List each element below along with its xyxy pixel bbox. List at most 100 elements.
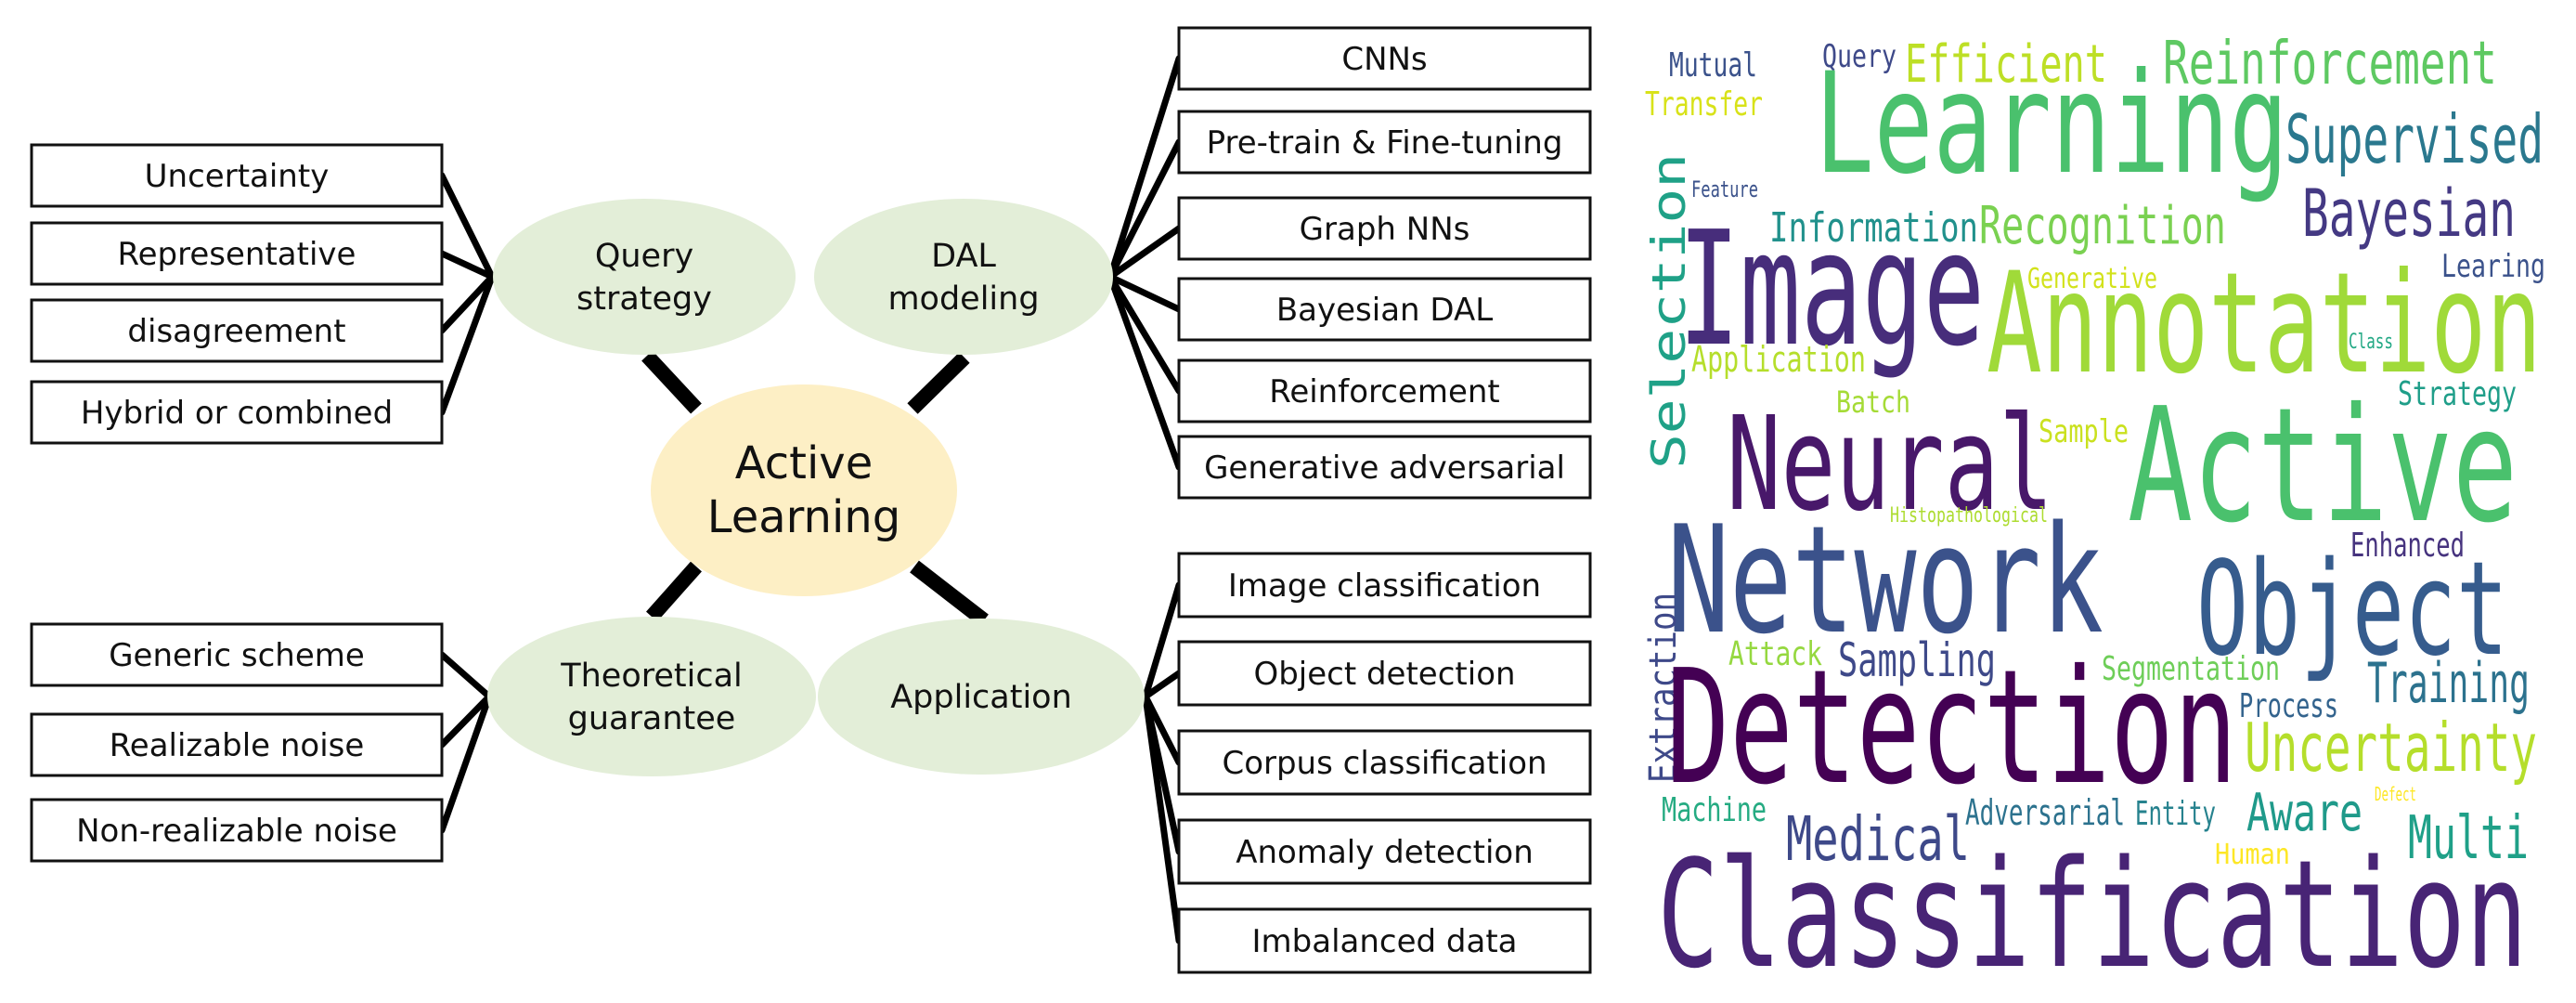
box-label-hybrid-or-combined: Hybrid or combined: [81, 395, 393, 432]
word-learning: Learning: [1815, 44, 2288, 205]
word-bayesian: Bayesian: [2302, 176, 2516, 252]
connector-lines: [438, 55, 1183, 944]
connector-realizable-noise: [438, 693, 493, 749]
connector-hybrid-or-combined: [438, 273, 496, 416]
box-bayesian-dal: [1177, 277, 1592, 342]
word-active: Active: [2128, 374, 2518, 558]
connector-imbalanced-data: [1142, 693, 1183, 944]
connector-non-realizable-noise: [438, 693, 493, 834]
word-classification: Classification: [1657, 827, 2528, 1001]
connector-disagreement: [438, 273, 496, 334]
box-label-pre-train-fine-tuning: Pre-train & Fine-tuning: [1207, 124, 1563, 162]
node-label-theoretical-guarantee: guarantee: [568, 700, 736, 737]
connector-representative: [438, 250, 496, 280]
box-label-bayesian-dal: Bayesian DAL: [1276, 292, 1493, 329]
word-detection: Detection: [1666, 636, 2237, 820]
word-aware: Aware: [2246, 783, 2362, 843]
box-label-image-classification: Image classification: [1228, 567, 1541, 605]
box-label-graph-nns: Graph NNs: [1300, 211, 1470, 248]
box-generative-adversarial: [1177, 435, 1592, 500]
box-reinforcement: [1177, 358, 1592, 423]
word-learing: Learing: [2441, 248, 2545, 285]
box-object-detection: [1177, 640, 1592, 707]
box-realizable-noise: [30, 712, 444, 777]
word-transfer: Transfer: [1645, 85, 1763, 124]
word-information: Information: [1769, 204, 1978, 252]
box-representative: [30, 221, 444, 286]
box-hybrid-or-combined: [30, 380, 444, 445]
word-enhanced: Enhanced: [2350, 527, 2465, 565]
word-class: Class: [2349, 331, 2393, 354]
connector-object-detection: [1142, 670, 1183, 700]
word-efficient: Efficient: [1905, 34, 2107, 95]
node-application: [818, 619, 1145, 775]
spoke-to-application: [910, 560, 989, 627]
node-label-dal-modeling: modeling: [887, 280, 1039, 318]
word-batch: Batch: [1836, 384, 1910, 420]
connector-reinforcement: [1107, 273, 1183, 395]
node-query-strategy: [493, 199, 796, 355]
box-label-object-detection: Object detection: [1253, 656, 1515, 693]
spoke-to-query-strategy: [641, 350, 702, 414]
connector-pre-train-fine-tuning: [1107, 138, 1183, 280]
word-selection: Selection: [1642, 153, 1696, 469]
center-spokes: [641, 350, 989, 627]
connector-generic-scheme: [438, 651, 493, 700]
box-label-anomaly-detection: Anomaly detection: [1236, 834, 1534, 871]
box-label-generic-scheme: Generic scheme: [109, 637, 365, 674]
connector-bayesian-dal: [1107, 273, 1183, 313]
word-uncertainty: Uncertainty: [2245, 709, 2537, 787]
box-non-realizable-noise: [30, 798, 444, 863]
box-label-generative-adversarial: Generative adversarial: [1204, 449, 1565, 487]
word-mutual: Mutual: [1669, 46, 1757, 85]
word-reinforcement: Reinforcement: [2163, 30, 2497, 98]
box-label-reinforcement: Reinforcement: [1269, 373, 1500, 410]
word-recognition: Recognition: [1979, 196, 2226, 256]
word-object: Object: [2196, 534, 2508, 685]
word-process: Process: [2239, 687, 2338, 725]
center-node-label: Active: [735, 437, 873, 489]
node-theoretical-guarantee: [487, 617, 816, 776]
connector-cnns: [1107, 55, 1183, 280]
box-corpus-classification: [1177, 729, 1592, 796]
word-image: Image: [1678, 198, 1985, 382]
word-extraction: Extraction: [1642, 593, 1685, 783]
box-pre-train-fine-tuning: [1177, 110, 1592, 175]
node-label-query-strategy: strategy: [576, 280, 712, 318]
box-graph-nns: [1177, 196, 1592, 261]
word-annotation: Annotation: [1987, 243, 2542, 405]
word-multi: Multi: [2408, 804, 2529, 873]
word-feature: Feature: [1691, 176, 1758, 202]
spoke-to-dal-modeling: [907, 352, 970, 414]
box-cnns: [1177, 26, 1592, 91]
word-defect: Defect: [2375, 783, 2416, 805]
word-sample: Sample: [2039, 413, 2129, 450]
word-attack: Attack: [1728, 635, 1822, 673]
word-entity: Entity: [2135, 795, 2216, 833]
box-generic-scheme: [30, 622, 444, 687]
box-label-disagreement: disagreement: [127, 313, 345, 350]
word-network: Network: [1667, 493, 2104, 667]
node-label-dal-modeling: DAL: [931, 238, 996, 275]
box-label-realizable-noise: Realizable noise: [110, 727, 365, 764]
word-medical: Medical: [1786, 803, 1970, 875]
word-application: Application: [1691, 339, 1866, 380]
word-strategy: Strategy: [2398, 375, 2517, 413]
box-label-representative: Representative: [118, 236, 356, 273]
word-training: Training: [2367, 651, 2530, 716]
box-disagreement: [30, 298, 444, 363]
box-imbalanced-data: [1177, 907, 1592, 974]
connector-uncertainty: [438, 172, 496, 280]
word-query: Query: [1822, 38, 1896, 75]
word-adversarial: Adversarial: [1965, 792, 2125, 833]
node-dal-modeling: [814, 199, 1113, 355]
word-machine: Machine: [1662, 791, 1767, 829]
center-node-label: Learning: [707, 491, 900, 543]
center-node-ellipse: [651, 384, 957, 596]
word-neural: Neural: [1727, 389, 2053, 541]
word-human: Human: [2215, 839, 2290, 871]
node-label-application: Application: [890, 679, 1072, 716]
